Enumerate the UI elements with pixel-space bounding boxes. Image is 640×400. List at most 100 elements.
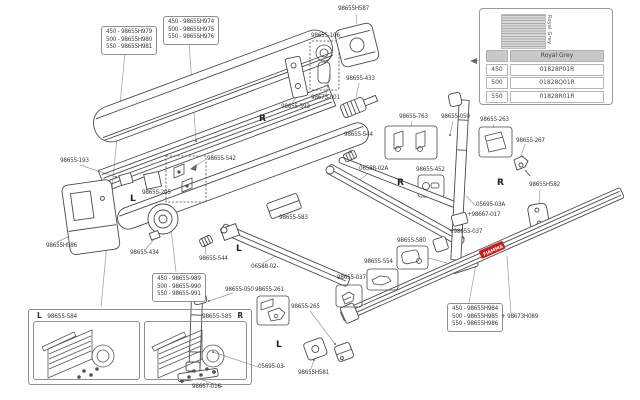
ref-row: 450 - 98655H974 xyxy=(168,19,214,25)
ref-row: 500 - 98655H985 xyxy=(452,313,498,320)
orientation-marker: L xyxy=(276,340,282,350)
spring-pin-right xyxy=(343,150,357,162)
part-label: 98655H587 xyxy=(338,6,369,12)
end-assembly-box xyxy=(28,309,252,385)
part-label: 05695-03A xyxy=(476,202,506,208)
clamp-037 xyxy=(432,236,449,253)
part-label: 98667-016- xyxy=(192,384,223,390)
orientation-marker: R xyxy=(497,178,504,188)
part-label: 98655H586 xyxy=(46,243,77,249)
foot-plate-017 xyxy=(450,212,469,227)
part-box-554 xyxy=(366,268,399,291)
part-label: 98655-261 xyxy=(255,287,284,293)
ref-row: 550 - 98655H986 xyxy=(452,321,498,328)
arrowhead xyxy=(190,164,197,171)
clamp-box-580 xyxy=(396,245,429,270)
case-back-panel xyxy=(97,84,337,192)
part-label: 98655-037 xyxy=(337,275,366,281)
part-label: 98655-050 xyxy=(225,287,254,293)
knuckle-box-763 xyxy=(384,125,438,160)
code-cell: 01828Q01R xyxy=(510,77,604,89)
left-marker: L xyxy=(37,311,42,320)
part-label: 98655-433 xyxy=(346,76,375,82)
fabric-swatch xyxy=(501,14,546,49)
part-label: +98655-037 xyxy=(449,229,483,235)
part-label: 98655-267 xyxy=(516,138,545,144)
code-cell: 01828R01R xyxy=(510,90,604,103)
fabric-code-table: Royal Grey 450 01828P01R 500 01828Q01R 5… xyxy=(486,50,606,104)
part-label: 98655-763 xyxy=(399,114,428,120)
part-label: 98655-583 xyxy=(279,215,308,221)
part-label: 98655H582 xyxy=(529,182,560,188)
ref-box-bottom-right: 450 - 98655H984 500 - 98655H985 550 - 98… xyxy=(447,303,503,332)
ref-row: 450 - 98655-989 xyxy=(157,276,201,282)
end-assembly-subbox-right xyxy=(144,321,247,380)
table-corner-cell xyxy=(486,50,508,62)
end-assembly-subbox-left xyxy=(33,321,140,380)
ref-box-top-middle: 450 - 98655H974 500 - 98655H975 550 - 98… xyxy=(163,16,219,45)
part-label: 98655-544 xyxy=(344,132,373,138)
ref-row: 450 - 98655H984 xyxy=(452,306,498,312)
ref-row: 500 - 98655H980 xyxy=(106,36,152,43)
part-label: 98655H581 xyxy=(298,370,329,376)
part-label: 98655-050 xyxy=(441,114,470,120)
lift-arm-right xyxy=(325,157,465,247)
part-label: 98655-593 xyxy=(281,104,310,110)
ref-box-top-left: 450 - 98655H979 500 - 98655H980 550 - 98… xyxy=(101,26,157,55)
mount-plate xyxy=(284,55,309,99)
fabric-color-card: Royal Grey Royal Grey 450 01828P01R 500 … xyxy=(479,8,613,105)
left-end-bracket xyxy=(61,170,163,255)
size-cell: 550 xyxy=(486,90,508,103)
part-label: 98673-001 xyxy=(311,95,340,101)
splined-roller-end xyxy=(339,94,379,119)
part-label: 98655-554 xyxy=(364,259,393,265)
part-label: 98655-452 xyxy=(416,167,445,173)
bracket-clip xyxy=(118,172,134,186)
motor-housing xyxy=(284,22,380,119)
part-label: 98655-193 xyxy=(60,158,89,164)
part-label: 98655-265 xyxy=(291,304,320,310)
rail-bracket-581 xyxy=(303,337,328,361)
part-label: 06588-02A xyxy=(359,166,389,172)
plate-box-263 xyxy=(478,126,513,158)
part-label: 05695-03- xyxy=(258,364,286,370)
ref-suffix-98673H089: + 98673H089 xyxy=(501,314,539,320)
part-label: +98667-017 xyxy=(467,212,501,218)
table-arrowhead xyxy=(470,58,477,64)
arm-bracket-583 xyxy=(266,193,302,219)
roller-tube xyxy=(117,122,369,241)
code-cell: 01828P01R xyxy=(510,63,604,76)
tension-knob xyxy=(143,170,163,190)
part-label: 98655-434 xyxy=(130,250,159,256)
ref-row: 550 - 98655H981 xyxy=(106,44,152,51)
table-row: 500 01828Q01R xyxy=(486,77,606,89)
orientation-marker: L xyxy=(236,244,242,254)
ref-row: 550 - 98655-991 xyxy=(157,291,201,298)
orientation-marker: R xyxy=(397,178,404,188)
ref-row: 550 - 98655H976 xyxy=(168,34,214,41)
awning-case xyxy=(93,29,337,192)
bracket-267 xyxy=(513,155,531,177)
part-box-037 xyxy=(335,284,363,308)
right-marker: R xyxy=(237,311,243,320)
part-label: 98655-263 xyxy=(480,117,509,123)
fabric-swatch-label: Royal Grey xyxy=(546,15,552,45)
bracket-box-261 xyxy=(256,295,290,326)
kit-542-box xyxy=(165,155,207,203)
left-code: 98655-584 xyxy=(47,314,78,320)
motor-kit-box xyxy=(309,40,340,91)
rail-clamp-265 xyxy=(334,342,354,362)
ref-row: 500 - 98655H975 xyxy=(168,26,214,33)
part-label: 98655-205 xyxy=(142,190,171,196)
part-label: 98655-106 xyxy=(311,33,340,39)
orientation-marker: R xyxy=(259,114,266,124)
part-label: 98655-542 xyxy=(207,156,236,162)
ref-row: 500 - 98655-990 xyxy=(157,283,201,290)
end-assembly-left-header: L 98655-584 xyxy=(37,311,77,320)
lead-rail: FIAMMA xyxy=(339,187,625,324)
lift-arm-left xyxy=(219,193,351,287)
fiamma-logo-badge xyxy=(479,241,506,259)
table-row: 450 01828P01R xyxy=(486,63,606,76)
orientation-marker: L xyxy=(130,194,136,204)
end-assembly-right-header: 98655-585 R xyxy=(158,311,243,320)
